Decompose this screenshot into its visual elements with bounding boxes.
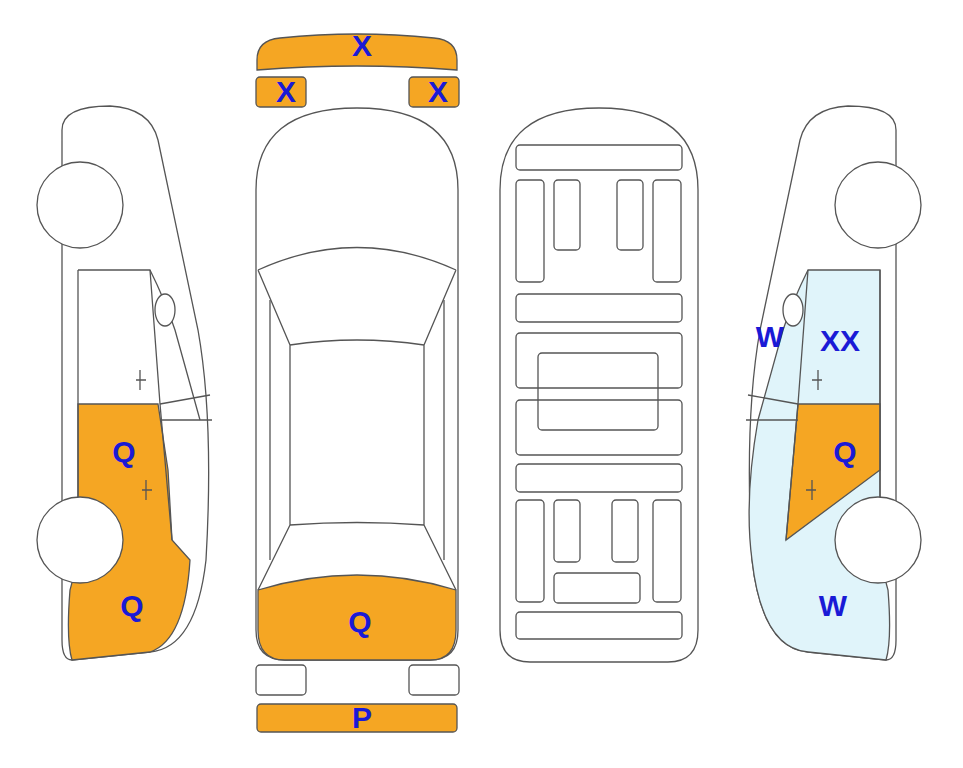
damage-code: Q: [120, 591, 143, 621]
damage-code: X: [428, 77, 448, 107]
damage-code: Q: [348, 607, 371, 637]
damage-code: X: [276, 77, 296, 107]
damage-code: W: [819, 591, 847, 621]
damage-code: X: [352, 31, 372, 61]
damage-code: XX: [820, 326, 860, 356]
left-side-view: [37, 106, 212, 660]
damage-code: Q: [112, 437, 135, 467]
underside-view: [500, 108, 698, 662]
damage-code: Q: [833, 437, 856, 467]
damage-code: P: [352, 703, 372, 733]
damage-code: W: [756, 322, 784, 352]
top-view: [256, 34, 459, 732]
right-side-view: [746, 106, 921, 660]
